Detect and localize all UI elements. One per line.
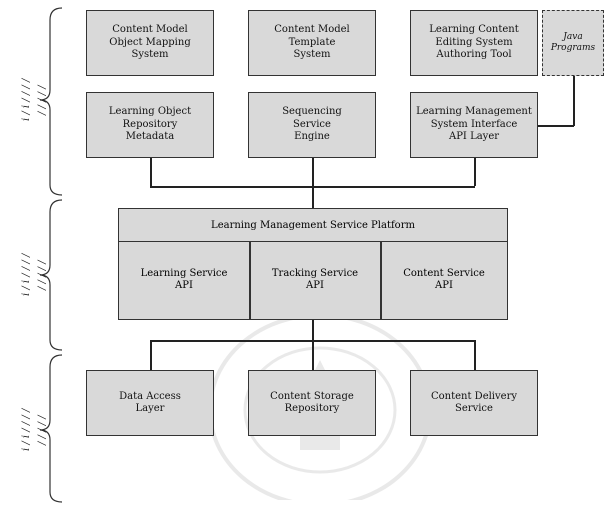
bottom-box-3: Content Delivery Service (410, 370, 538, 436)
connector-h-top (150, 186, 475, 188)
bottom-box-2: Content Storage Repository (248, 370, 376, 436)
layer-sub-bottom: / / / / / (37, 415, 48, 445)
middle-cell-1: Learning Service API (140, 267, 228, 292)
top-box-3: Learning Content Editing System Authorin… (410, 10, 538, 76)
connector-v3 (474, 158, 476, 186)
bottom-box-1: Data Access Layer (86, 370, 214, 436)
top-box-1: Content Model Object Mapping System (86, 10, 214, 76)
java-connector-h (538, 125, 574, 127)
middle-cell-3: Content Service API (403, 267, 485, 292)
connector-h-bottom (150, 340, 475, 342)
middle-cell-2: Tracking Service API (271, 267, 359, 292)
connector-v2 (312, 158, 314, 208)
layer-sub-mid: / / / / / (37, 260, 48, 290)
connector-mid-v (312, 320, 314, 370)
layer-braces (39, 7, 63, 503)
connector-v1 (150, 158, 152, 186)
connector-b3 (474, 340, 476, 370)
middle-group-title: Learning Management Service Platform (119, 209, 507, 242)
layer-sub-top: / / / / / (37, 85, 48, 115)
second-box-1: Learning Object Repository Metadata (86, 92, 214, 158)
second-box-3: Learning Management System Interface API… (410, 92, 538, 158)
middle-group: Learning Management Service Platform Lea… (118, 208, 508, 320)
java-connector-v (573, 76, 575, 126)
top-box-2: Content Model Template System (248, 10, 376, 76)
second-box-2: Sequencing Service Engine (248, 92, 376, 158)
middle-divider-2 (380, 241, 382, 319)
connector-b1 (150, 340, 152, 370)
java-programs-box: Java Programs (542, 10, 604, 76)
middle-divider-1 (249, 241, 251, 319)
